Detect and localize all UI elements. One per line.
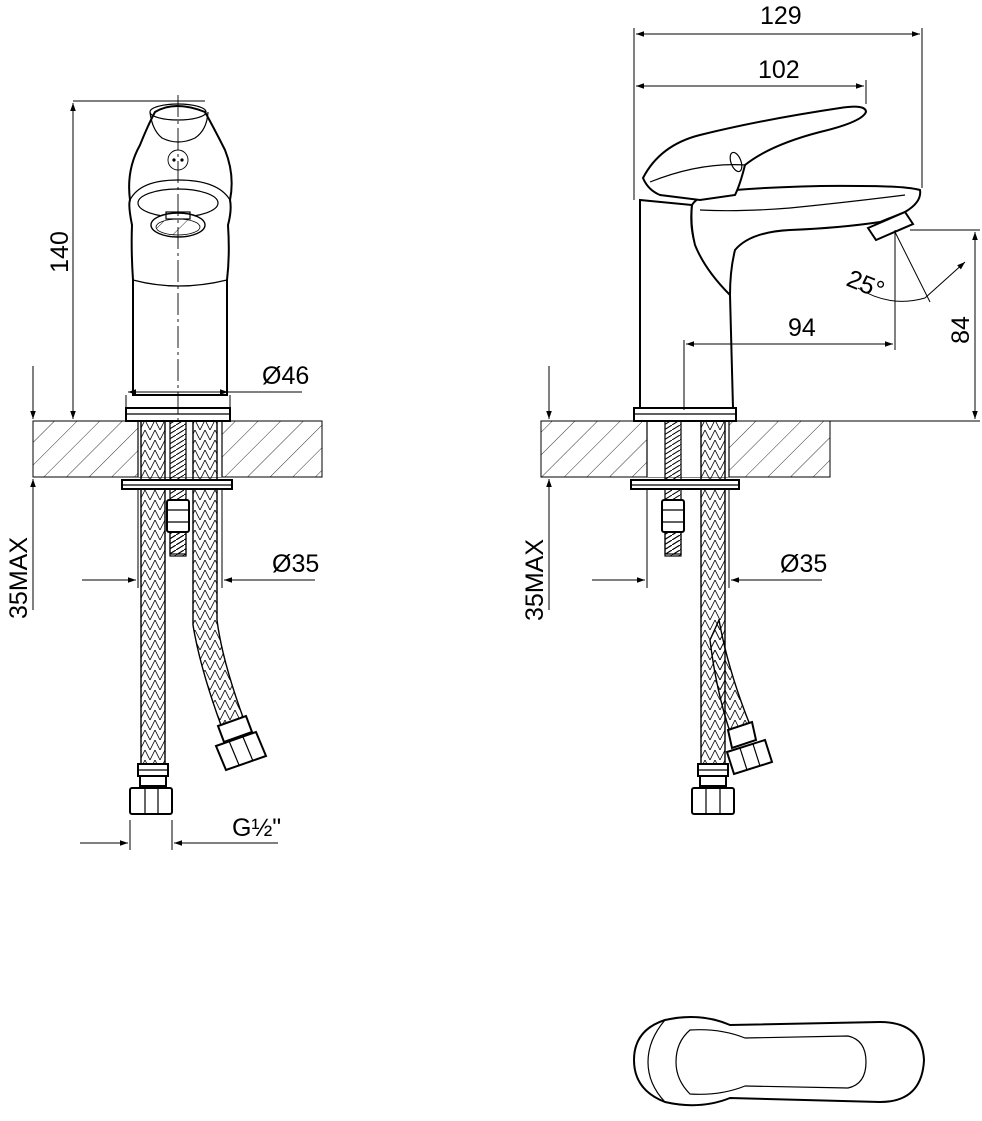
straight-hose-nut-side	[691, 787, 735, 815]
lever-handle-side	[641, 105, 868, 202]
dim-spout-projection: 94	[788, 314, 816, 342]
aerator-side	[866, 210, 915, 242]
top-view	[632, 1016, 926, 1107]
straight-hose-side	[700, 488, 726, 771]
hex-nut-side	[661, 499, 685, 533]
right-hose-nut-front	[214, 730, 268, 772]
dim-height-140: 140	[46, 231, 74, 273]
right-hose-front	[192, 488, 245, 729]
bent-hose-nut-side	[725, 738, 774, 776]
dim-spout-reach: 102	[758, 56, 800, 84]
front-view: 140 Ø46 35MAX Ø35 G½"	[5, 95, 323, 850]
dim-connection-thread: G½"	[232, 814, 281, 842]
left-hose-front	[140, 488, 166, 771]
faucet-body-front	[128, 105, 233, 396]
dim-total-length: 129	[760, 2, 802, 30]
spout-side	[690, 184, 922, 298]
dim-hole-diameter-right: Ø35	[780, 550, 827, 578]
dim-base-diameter: Ø46	[262, 362, 309, 390]
hex-nut-front	[166, 499, 190, 533]
dim-max-thickness-right: 35MAX	[521, 539, 549, 621]
right-hose-top-front	[192, 420, 218, 482]
side-view: 129 102 94 25° 84 35MAX Ø35	[521, 2, 980, 815]
left-hose-nut-front	[129, 787, 173, 815]
left-hose-top-front	[140, 420, 166, 482]
dim-hole-diameter-left: Ø35	[272, 550, 319, 578]
hose-top-side	[700, 420, 726, 482]
faucet-top-outline	[632, 1016, 926, 1107]
dim-max-thickness-left: 35MAX	[5, 537, 33, 619]
dim-spout-height: 84	[947, 316, 975, 344]
